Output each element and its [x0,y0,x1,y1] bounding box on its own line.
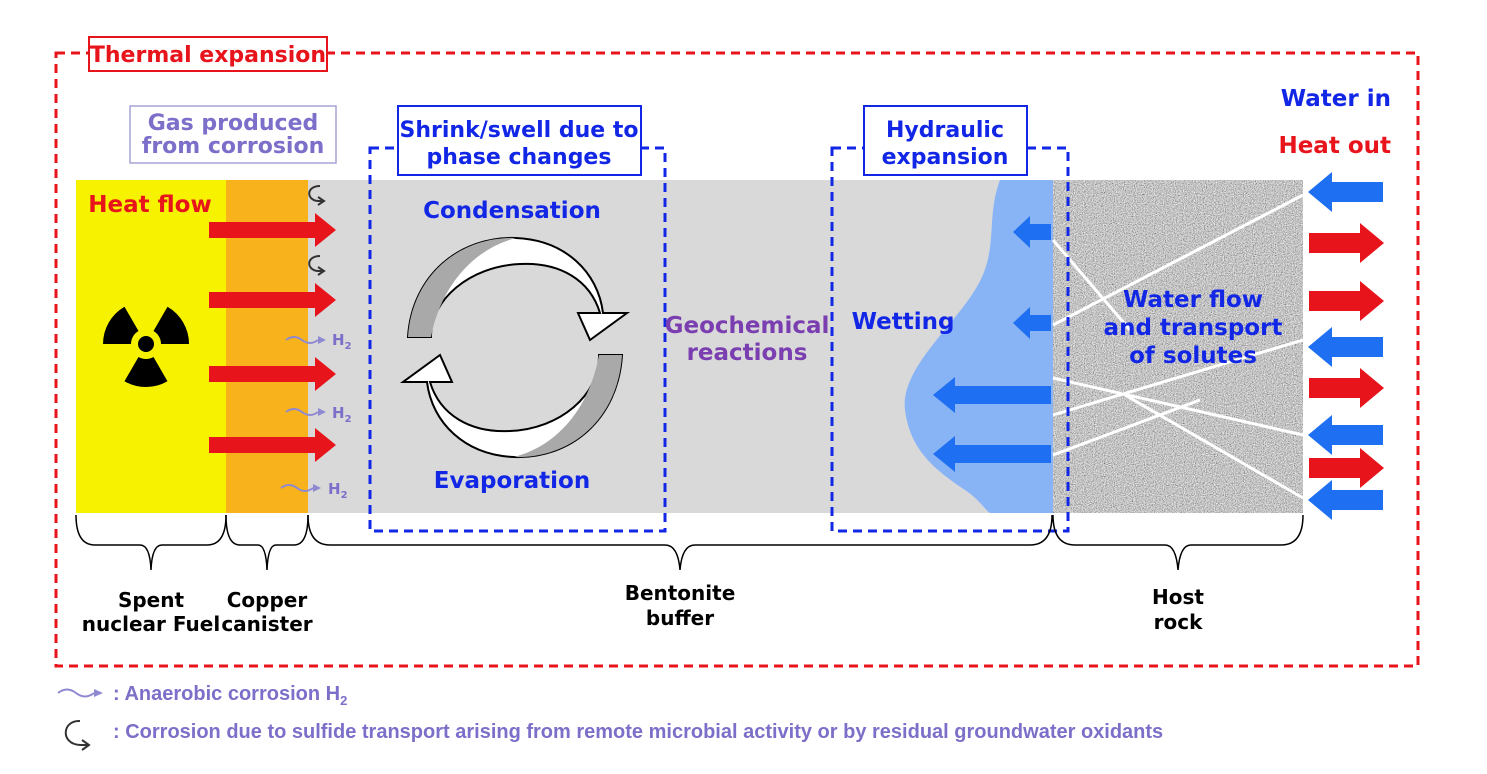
evaporation-label: Evaporation [434,468,590,494]
condensation-label: Condensation [423,198,601,224]
hydraulic-line1: Hydraulic [886,118,1004,143]
curl-arrow-icon [64,719,91,751]
curl-arrow-icons [308,185,326,276]
gas-produced-line1: Gas produced [148,111,319,136]
gas-produced-box [129,105,337,164]
brace-rock [1052,514,1304,571]
brace-fuel [75,514,227,571]
water-in-arrow-2 [1308,327,1383,367]
h2-marker-3: H2 [280,480,348,501]
wavy-arrow-icon [285,408,319,416]
heat-arrow-4 [209,428,336,462]
rock-fractures [1051,193,1304,500]
shrink-swell-title-box [397,105,642,176]
curl-arrow-icon [308,255,326,276]
cycle-bottom-shade [514,355,622,458]
geochemical-line2: reactions [687,340,808,366]
heat-flow-label: Heat flow [88,192,211,218]
heat-arrow-1 [209,213,336,247]
cycle-top-shade [408,237,516,337]
shrink-swell-line2: phase changes [427,145,612,170]
h2-indicators: H2 H2 H2 [280,331,352,501]
svg-text:H2: H2 [332,404,352,425]
hydraulic-line2: expansion [882,145,1009,170]
wetting-arrow-2 [1013,307,1051,339]
fuel-label-line1: Spent [118,588,185,612]
water-flow-line3: of solutes [1129,343,1257,369]
svg-text:H2: H2 [328,480,348,501]
h2-marker-2: H2 [285,404,352,425]
wetting-label: Wetting [852,309,955,335]
thermal-expansion-frame [54,51,1420,668]
heat-out-arrow-2 [1309,281,1384,321]
heat-out-arrow-4 [1309,448,1384,488]
canister-label-line1: Copper [227,588,308,612]
shrink-swell-region [368,146,667,533]
heat-out-arrow-3 [1309,368,1384,408]
gas-produced-line2: from corrosion [142,134,325,159]
rock-label-line1: Host [1152,585,1204,609]
heat-flow-arrows [209,213,336,462]
hydraulic-expansion-region [830,146,1070,533]
thermal-expansion-title: Thermal expansion [90,43,326,68]
legend-anaerobic-text: : Anaerobic corrosion H [113,683,340,705]
svg-text:H2: H2 [332,331,352,352]
water-flow-line2: and transport [1104,315,1283,341]
wetting-arrow-3 [933,377,1051,413]
canister-label-line2: canister [221,612,312,636]
fuel-label-line2: nuclear Fuel [82,612,220,636]
legend-sulfide: : Corrosion due to sulfide transport ari… [64,719,1163,751]
heat-arrow-3 [209,357,336,391]
wavy-arrow-icon [280,484,314,492]
wetting-front [904,180,1053,513]
component-braces [75,514,1304,571]
curl-arrow-icon [308,185,326,206]
heat-out-label: Heat out [1278,133,1391,159]
geochemical-line1: Geochemical [665,313,830,339]
svg-text:: Anaerobic corrosion H2: : Anaerobic corrosion H2 [113,683,347,708]
water-in-label: Water in [1281,86,1391,112]
wetting-arrow-1 [1013,216,1051,248]
heat-out-arrow-1 [1309,223,1384,263]
radiation-icon [103,306,189,387]
heat-arrow-2 [209,283,336,317]
legend-sulfide-text: : Corrosion due to sulfide transport ari… [113,721,1163,743]
cycle-arrows-icon [399,236,631,459]
water-flow-line1: Water flow [1123,287,1263,313]
water-in-arrow-4 [1308,480,1383,520]
bentonite-label-line1: Bentonite [625,581,736,605]
rock-label-line2: rock [1154,610,1203,634]
bentonite-label-line2: buffer [646,606,714,630]
water-in-arrow-3 [1308,415,1383,455]
external-flow-arrows [1308,172,1384,520]
thermal-expansion-title-box [88,36,328,72]
brace-canister [225,514,309,571]
wavy-arrow-icon [57,688,95,698]
shrink-swell-line1: Shrink/swell due to [400,118,639,143]
brace-bentonite [307,514,1053,571]
hydraulic-title-box [863,105,1028,176]
wetting-arrow-4 [933,436,1051,472]
wetting-arrows [933,216,1051,472]
h2-marker-1: H2 [285,331,352,352]
wavy-arrow-icon [285,336,319,344]
water-in-arrow-1 [1308,172,1383,212]
legend-anaerobic: : Anaerobic corrosion H2 [57,683,347,708]
host-rock-zone [1053,180,1303,513]
